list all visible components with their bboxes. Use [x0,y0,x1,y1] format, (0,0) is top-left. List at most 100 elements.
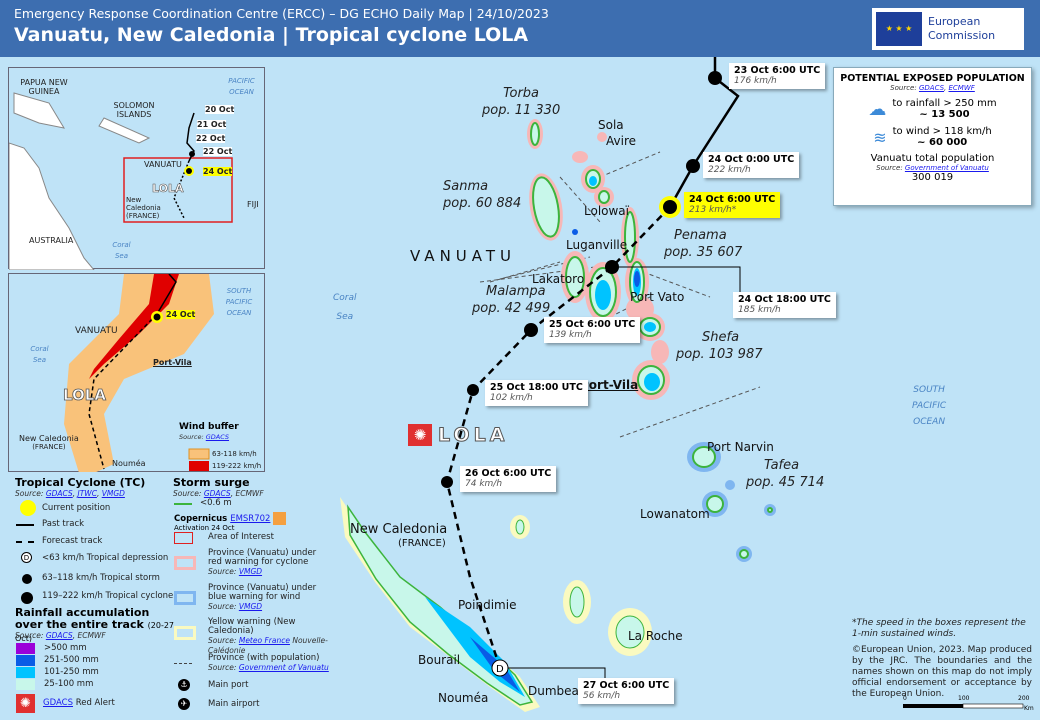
source-link[interactable]: VMGD [238,602,263,611]
rain-swatch [16,642,35,654]
track-speed: 102 km/h [490,393,533,403]
source-link[interactable]: GDACS [45,631,73,640]
map-notes: *The speed in the boxes represent the 1-… [852,618,1032,700]
rain-item: 101-250 mm [16,666,99,678]
inset-solomon: SOLOMON ISLANDS [113,101,155,119]
gdacs-link[interactable]: GDACS [43,698,73,708]
source-link[interactable]: VMGD [101,489,125,498]
province-tafea: Tafea pop. 45 714 [746,457,824,491]
page-title: Vanuatu, New Caledonia | Tropical cyclon… [14,24,529,46]
wind-exposure-label: to wind > 118 km/h [892,126,992,137]
scale-bar [903,703,1024,709]
eu-logo-text: European Commission [928,15,996,42]
inset-regional-shapes [9,92,233,270]
inset-date: 22 Oct [203,147,233,156]
legend-label: <63 km/h Tropical depression [42,553,169,563]
source-link[interactable]: GDACS [203,489,231,498]
legend-label: Yellow warning (New Caledonia) [208,617,296,636]
exposed-population-box: POTENTIAL EXPOSED POPULATION Source: GDA… [833,67,1032,206]
track-time: 25 Oct 6:00 UTC [549,319,636,330]
rain-label: 25-100 mm [44,679,94,689]
legend-surge-title: Storm surge [173,476,250,489]
depression-icon [491,659,509,677]
province-pop: pop. 60 884 [443,196,522,211]
scale-tick: 100 [958,695,970,702]
source-link[interactable]: Government of Vanuatu [238,663,329,672]
storm-name: LOLA [437,424,509,447]
inset-date: 22 Oct [196,134,226,143]
wind-icon: ≋ [873,127,887,147]
source-link[interactable]: GDACS [918,84,945,92]
blue-warning-swatch [174,591,196,605]
header: Emergency Response Coordination Centre (… [0,0,1040,57]
source-link-gdacs[interactable]: GDACS [205,433,230,441]
source-link[interactable]: ECMWF [948,84,975,92]
track-speed: 185 km/h [738,305,781,315]
inset2-vanuatu: VANUATU [75,326,118,336]
red-warning-swatch [174,556,196,570]
legend-label: 119–222 km/h Tropical cyclone [42,591,174,601]
coral-text: Coral [333,293,357,303]
t1: SOUTH [913,385,945,395]
place-lolowai: Lolowaï [584,204,629,218]
aoi-swatch [174,532,193,544]
inset2-noumea: Nouméa [112,459,146,468]
province-pop: pop. 42 499 [472,301,551,316]
inset-fiji: FIJI [247,200,259,209]
source-link[interactable]: Meteo France [238,636,290,645]
rain-legend: >500 mm 251-500 mm 101-250 mm 25-100 mm [16,642,99,690]
inset-coral: Coral Sea [112,241,131,260]
province-name: Torba [503,86,540,101]
speed-note: *The speed in the boxes represent the 1-… [852,618,1026,639]
inset-regional-map: PAPUA NEW GUINEA SOLOMON ISLANDS PACIFIC… [8,67,265,270]
source-link[interactable]: VMGD [238,567,263,576]
track-speed: 139 km/h [549,330,592,340]
port-icon: ⚓ [178,679,190,691]
legend-label: Main port [208,680,249,690]
copernicus-label: Copernicus [174,514,228,524]
inset-png: PAPUA NEW GUINEA [20,78,68,96]
province-name: Tafea [764,458,800,473]
source-link[interactable]: Government of Vanuatu [904,164,989,172]
track-time: 24 Oct 0:00 UTC [708,154,795,165]
track-speed: 176 km/h [734,76,777,86]
inset2-lola: LOLA [63,386,107,405]
inset2-ocean: SOUTH PACIFIC OCEAN [225,287,253,317]
label-vanuatu: VANUATU [410,247,517,265]
place-bourail: Bourail [418,653,461,667]
source-link[interactable]: GDACS [45,489,73,498]
place-dumbea: Dumbea [528,684,579,698]
sea-text: Sea [336,312,354,322]
province-name: Malampa [486,284,546,299]
rain-label: >500 mm [44,643,87,653]
t: New Caledonia [19,434,79,443]
province-pop: pop. 35 607 [664,245,743,260]
inset-australia: AUSTRALIA [29,236,74,245]
source-link[interactable]: JTWC [77,489,97,498]
track-speed: 222 km/h [708,165,751,175]
emsr-link[interactable]: EMSR702 [230,514,271,524]
leader-lines [500,266,741,678]
rain-label: 101-250 mm [44,667,99,677]
popbox-title: POTENTIAL EXPOSED POPULATION [840,73,1025,84]
source-extra: , ECMWF [72,631,106,640]
wind-legend-label: 63-118 km/h [212,450,257,458]
tropical-cyclone-icon [21,592,33,604]
place-port-narvin: Port Narvin [707,440,774,454]
track-time: 25 Oct 18:00 UTC [490,382,583,393]
legend-label: Forecast track [42,536,103,546]
place-la-roche: La Roche [628,629,683,643]
track-speed: 213 km/h* [689,205,737,215]
province-pop: pop. 45 714 [746,475,825,490]
header-subtitle: Emergency Response Coordination Centre (… [14,6,549,21]
depression-icon: D [21,552,32,563]
wind-exposure-value: ~ 60 000 [917,137,968,148]
place-lakatoro: Lakatoro [532,272,585,286]
source-extra: , ECMWF [230,489,264,498]
